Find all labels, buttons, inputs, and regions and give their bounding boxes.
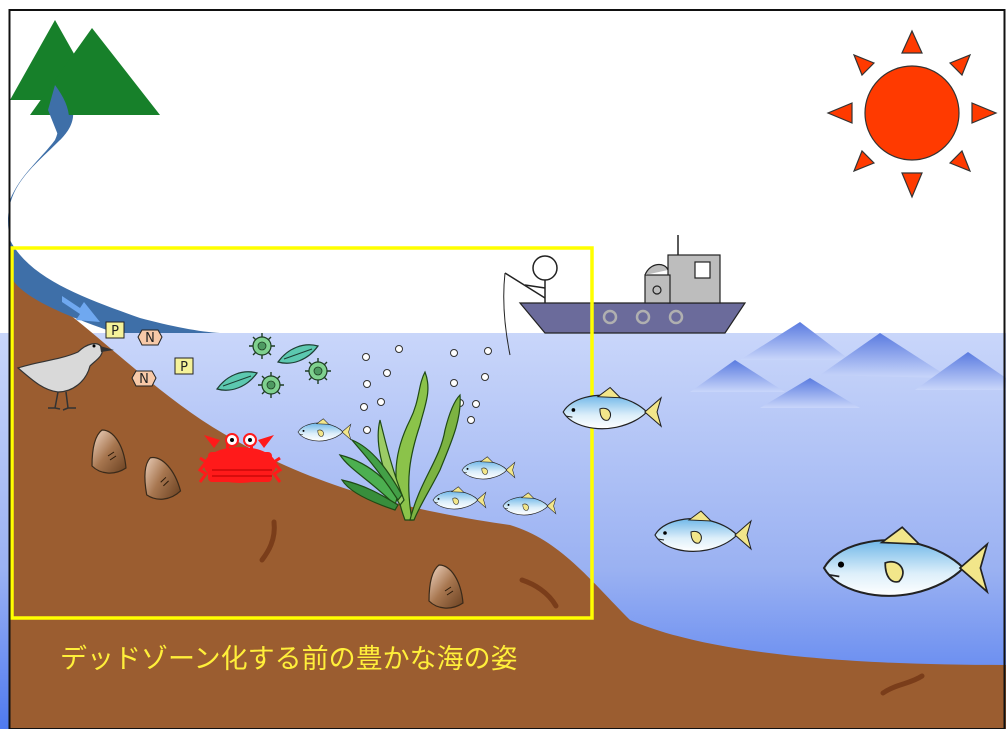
- nitrogen-label: N: [145, 331, 155, 346]
- caption: デッドゾーン化する前の豊かな海の姿: [60, 644, 518, 675]
- phosphorus-nutrient-icon: P: [174, 357, 194, 375]
- nitrogen-nutrient-icon: N: [137, 329, 163, 346]
- nutrients: P N N P: [105, 321, 194, 387]
- phosphorus-nutrient-icon: P: [105, 321, 125, 339]
- highlight-frame: [10, 246, 594, 620]
- nitrogen-nutrient-icon: N: [131, 370, 157, 387]
- inflow-arrow-icon: [62, 296, 100, 322]
- mountain-icon: [10, 20, 160, 140]
- bubble-icon: [360, 345, 492, 434]
- worm-icon: [259, 519, 925, 696]
- phosphorus-label: P: [180, 360, 188, 375]
- sun-icon: [826, 29, 998, 199]
- crab-icon: [197, 433, 283, 483]
- seabed: [10, 275, 1006, 729]
- fisherman-icon: [503, 255, 558, 356]
- picture-border: [8, 9, 1006, 729]
- fishing-boat-icon: [518, 235, 747, 334]
- seaweed-icon: [338, 370, 461, 521]
- phosphorus-label: P: [111, 324, 119, 339]
- shorebird-icon: [16, 343, 114, 411]
- underwater-hills: [690, 322, 1006, 408]
- nitrogen-label: N: [139, 372, 149, 387]
